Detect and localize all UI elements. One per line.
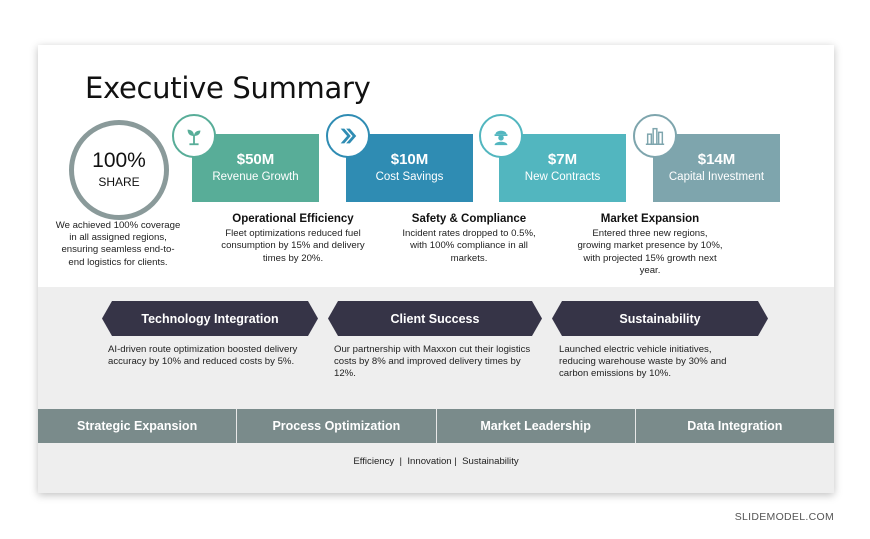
bar-data-integration: Data Integration — [635, 409, 834, 443]
subsection-market-expansion: Market Expansion Entered three new regio… — [576, 213, 724, 277]
kpi-revenue-growth: $50M Revenue Growth — [192, 134, 319, 202]
share-percent: 100% — [92, 149, 146, 172]
share-label: SHARE — [98, 175, 140, 189]
subsection-operational-efficiency: Operational Efficiency Fleet optimizatio… — [218, 213, 368, 265]
chevron-label: Client Success — [390, 311, 480, 326]
subsection-text: Incident rates dropped to 0.5%, with 100… — [402, 228, 536, 264]
kpi-value: $50M — [236, 151, 275, 168]
kpi-label: Capital Investment — [668, 171, 765, 183]
share-circle: 100% SHARE — [69, 120, 169, 220]
plant-icon — [172, 114, 216, 158]
worker-icon — [479, 114, 523, 158]
kpi-label: Revenue Growth — [212, 171, 299, 183]
subsection-text: Fleet optimizations reduced fuel consump… — [221, 228, 365, 264]
slide-title: Executive Summary — [85, 71, 371, 105]
kpi-value: $7M — [547, 151, 578, 168]
kpi-value: $10M — [390, 151, 429, 168]
subsection-title: Market Expansion — [600, 213, 700, 225]
subsection-safety-compliance: Safety & Compliance Incident rates dropp… — [398, 213, 540, 265]
slide: Executive Summary 100% SHARE We achieved… — [38, 45, 834, 493]
subsection-title: Operational Efficiency — [232, 213, 354, 225]
chevron-technology-integration: Technology Integration — [102, 301, 318, 336]
bottom-bar: Strategic Expansion Process Optimization… — [38, 409, 834, 443]
share-description: We achieved 100% coverage in all assigne… — [55, 220, 181, 268]
buildings-icon — [633, 114, 677, 158]
subsection-title: Safety & Compliance — [411, 213, 527, 225]
chevron-description: Launched electric vehicle initiatives, r… — [559, 344, 727, 380]
kpi-label: Cost Savings — [375, 171, 444, 183]
chevron-sustainability: Sustainability — [552, 301, 768, 336]
bar-strategic-expansion: Strategic Expansion — [38, 409, 238, 443]
chevron-description: Our partnership with Maxxon cut their lo… — [334, 344, 531, 380]
chevron-client-success: Client Success — [328, 301, 542, 336]
kpi-label: New Contracts — [524, 171, 601, 183]
chevron-label: Sustainability — [619, 311, 701, 326]
chevron-description: AI-driven route optimization boosted del… — [108, 344, 298, 368]
bar-market-leadership: Market Leadership — [436, 409, 636, 443]
chevrons-right-icon — [326, 114, 370, 158]
bar-process-optimization: Process Optimization — [237, 409, 437, 443]
subsection-text: Entered three new regions, growing marke… — [577, 228, 723, 276]
footer-tagline: Efficiency | Innovation | Sustainability — [353, 456, 519, 467]
kpi-value: $14M — [697, 151, 736, 168]
brand-watermark: SLIDEMODEL.COM — [734, 511, 834, 523]
chevron-label: Technology Integration — [141, 311, 279, 326]
